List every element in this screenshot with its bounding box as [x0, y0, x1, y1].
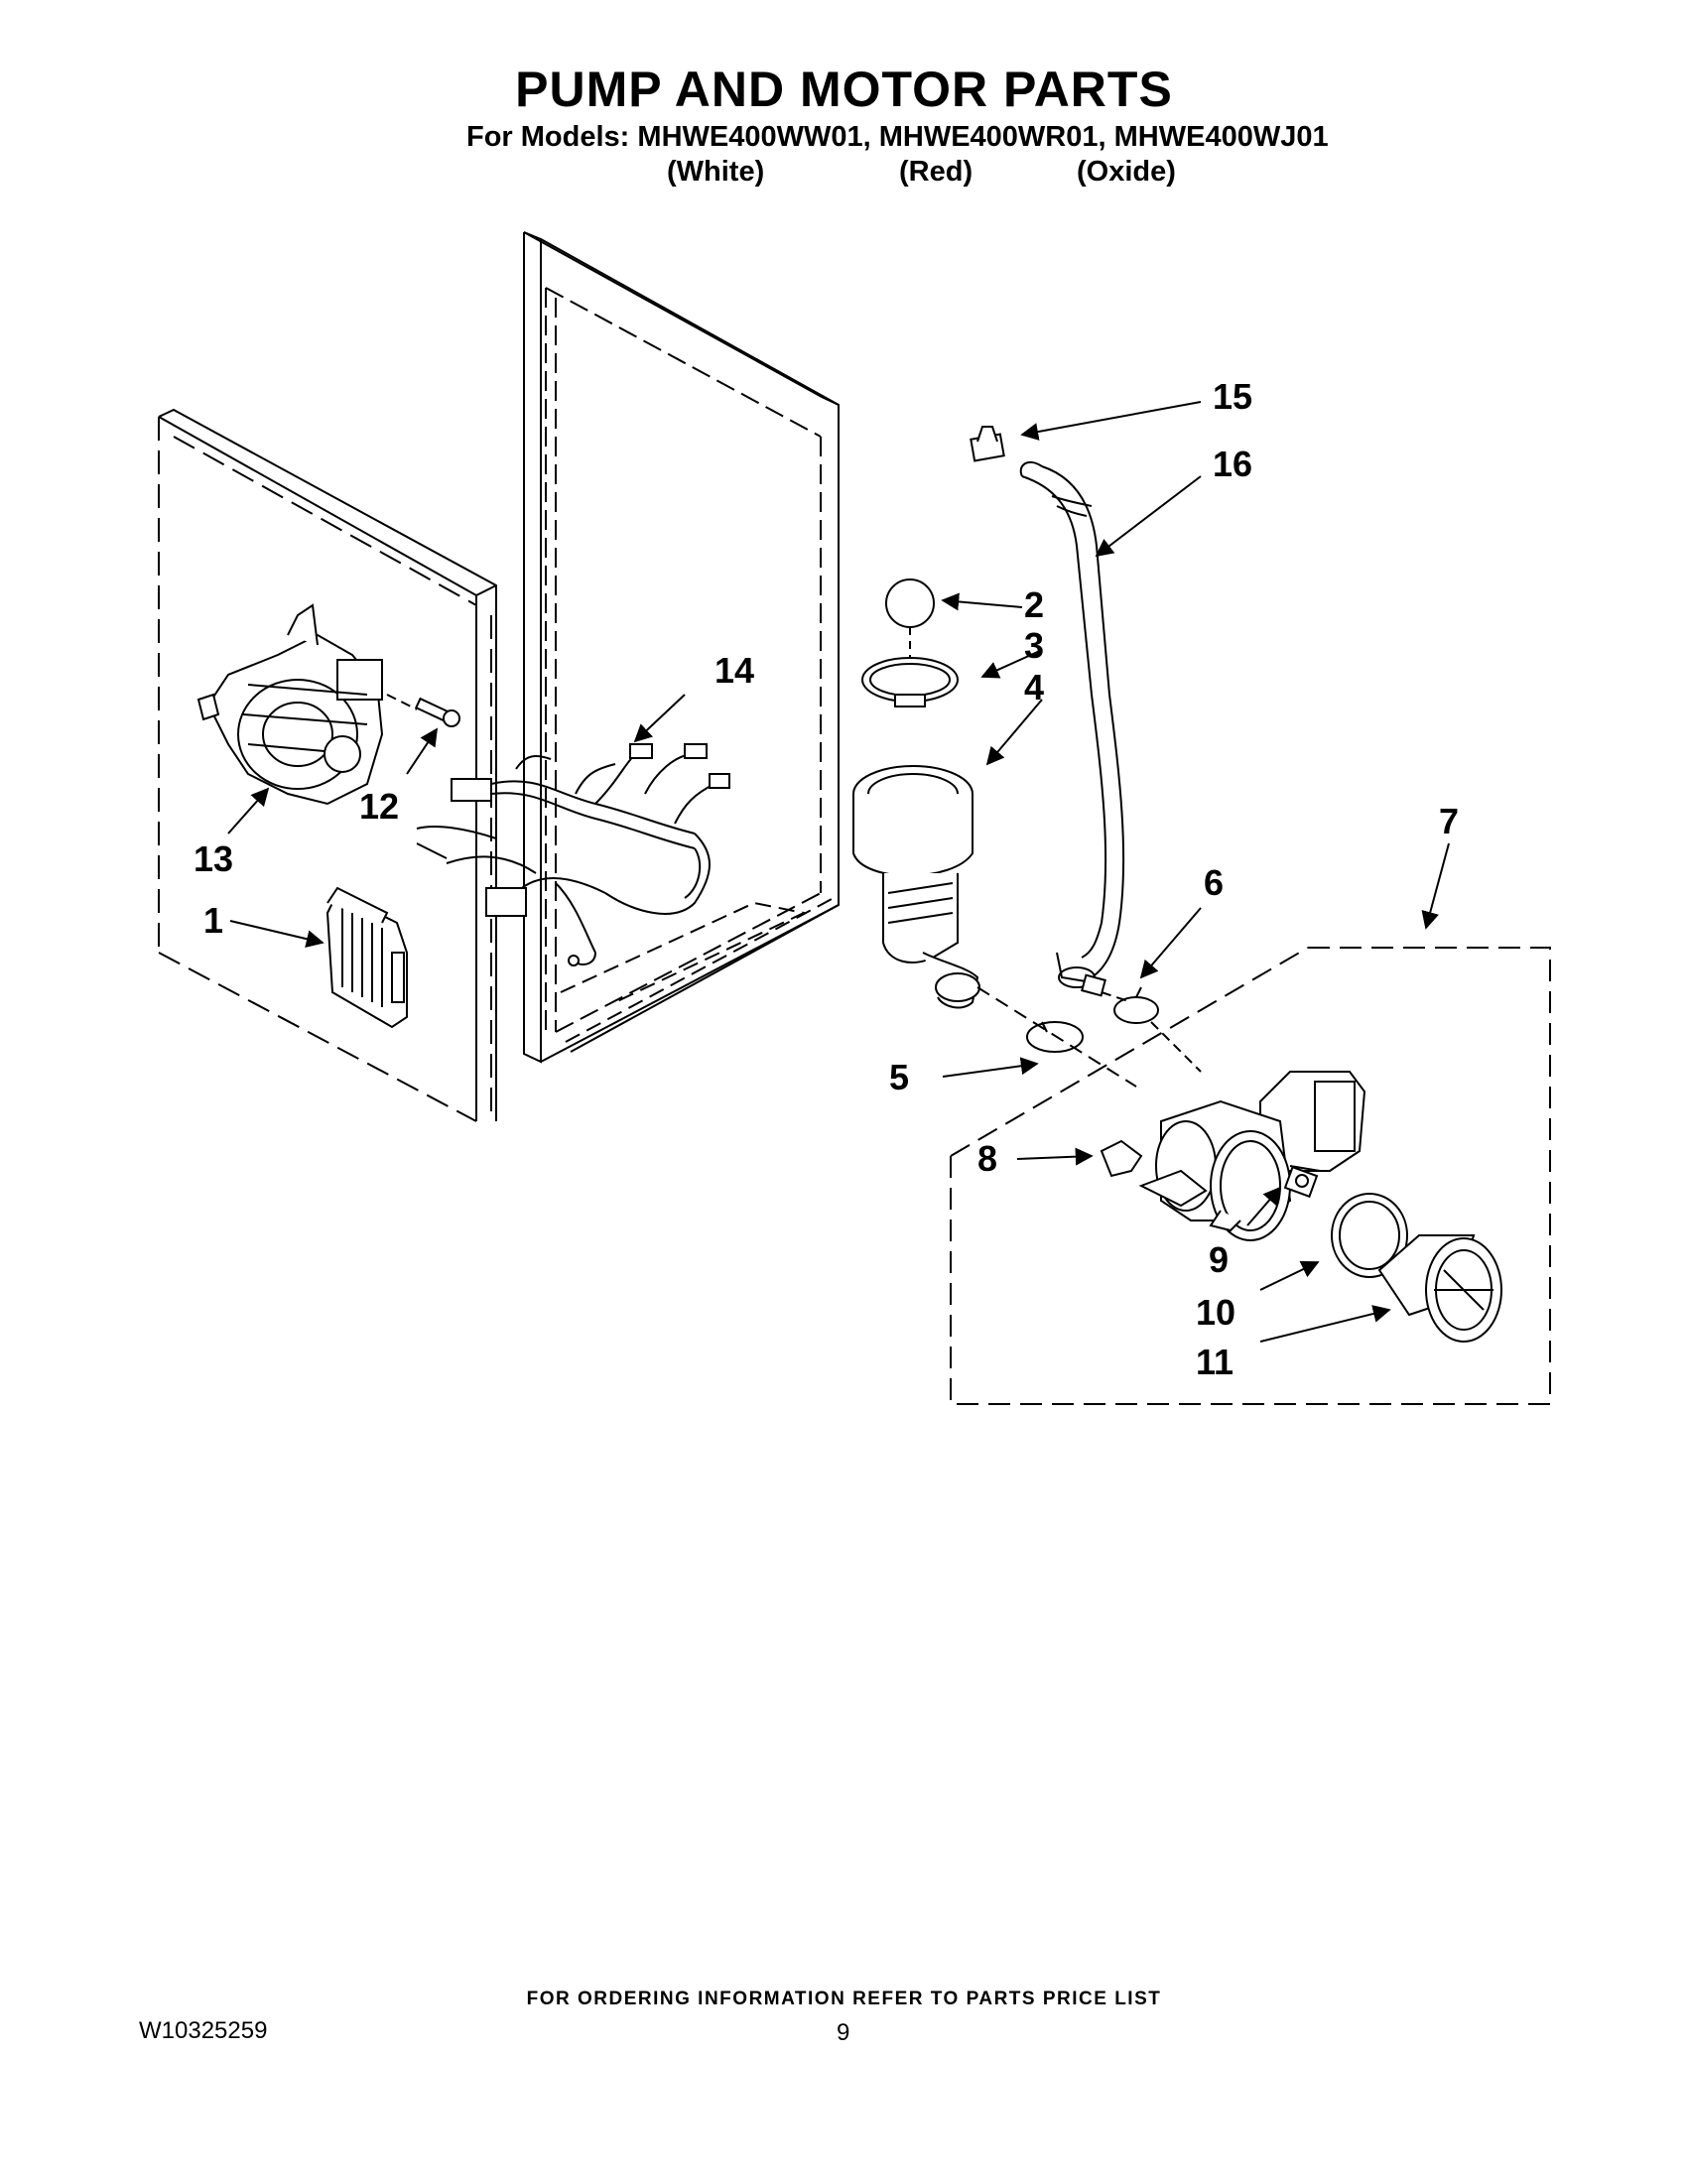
drain-hose — [1019, 460, 1125, 997]
callout-14: 14 — [714, 650, 754, 691]
pump-bracket — [1100, 1139, 1208, 1208]
hose-clamp-top — [970, 426, 1005, 462]
callout-16: 16 — [1213, 444, 1252, 484]
models-line: For Models: MHWE400WW01, MHWE400WR01, MH… — [466, 121, 1329, 154]
callout-5: 5 — [889, 1057, 909, 1097]
variant-oxide: (Oxide) — [1077, 156, 1176, 188]
filter-plug — [1283, 1165, 1319, 1199]
callout-7: 7 — [1439, 801, 1459, 841]
variant-red: (Red) — [899, 156, 974, 188]
callout-9: 9 — [1209, 1239, 1229, 1280]
callout-1: 1 — [203, 900, 223, 941]
hose-clamp-ring — [861, 657, 959, 707]
callout-6: 6 — [1204, 862, 1224, 903]
page-header: PUMP AND MOTOR PARTS — [0, 60, 1688, 119]
callout-11: 11 — [1196, 1342, 1234, 1382]
callout-10: 10 — [1196, 1292, 1235, 1333]
model-code-white: MHWE400WW01, — [637, 121, 871, 153]
motor-screw — [386, 694, 460, 727]
callout-13: 13 — [194, 838, 233, 879]
callout-4: 4 — [1024, 667, 1044, 707]
models-prefix: For Models: — [466, 121, 630, 153]
page-number: 9 — [837, 2019, 850, 2046]
wire-harness — [416, 743, 730, 966]
variant-white: (White) — [667, 156, 765, 188]
tub-outlet-hose — [852, 765, 980, 1009]
model-code-oxide: MHWE400WJ01 — [1113, 121, 1329, 153]
pump-check-ball — [885, 578, 935, 628]
callout-12: 12 — [359, 786, 399, 827]
filter-gasket — [1331, 1193, 1408, 1278]
pump-filter — [1377, 1234, 1502, 1343]
cabinet-side-panel — [158, 408, 497, 1122]
model-code-red: MHWE400WR01, — [878, 121, 1106, 153]
drive-motor — [196, 603, 384, 806]
callout-15: 15 — [1213, 376, 1252, 417]
cabinet-rear-frame — [523, 231, 840, 1064]
pump-clamp-small — [1026, 1021, 1084, 1053]
motor-control-unit — [325, 886, 408, 1029]
drain-pump-assembly-box — [950, 947, 1551, 1405]
callout-8: 8 — [977, 1138, 997, 1179]
document-number: W10325259 — [139, 2017, 268, 2044]
callout-3: 3 — [1024, 625, 1044, 666]
drain-pump — [1155, 1071, 1366, 1241]
pump-clamp-large — [1113, 986, 1159, 1024]
callout-2: 2 — [1024, 584, 1044, 625]
page-title: PUMP AND MOTOR PARTS — [515, 62, 1173, 117]
ordering-note: FOR ORDERING INFORMATION REFER TO PARTS … — [526, 1989, 1162, 2009]
